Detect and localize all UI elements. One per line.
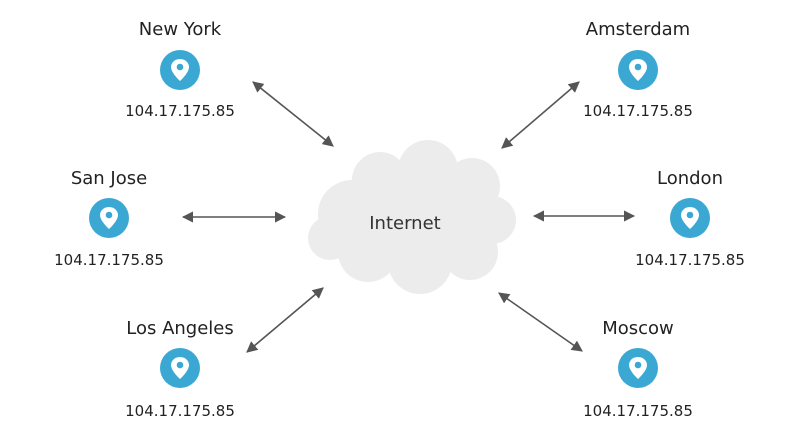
location-pin-icon	[89, 198, 129, 238]
node-ip: 104.17.175.85	[125, 102, 235, 120]
node-name: San Jose	[71, 168, 147, 189]
internet-cloud: Internet	[308, 140, 516, 294]
node-name: Moscow	[602, 318, 674, 339]
node-amsterdam: Amsterdam 104.17.175.85	[583, 19, 693, 120]
arrow-moscow	[498, 292, 583, 352]
location-pin-icon	[160, 50, 200, 90]
arrow-new-york	[252, 81, 334, 147]
arrow-los-angeles	[246, 287, 324, 353]
internet-label: Internet	[369, 213, 440, 234]
location-pin-icon	[160, 348, 200, 388]
node-ip: 104.17.175.85	[125, 402, 235, 420]
node-los-angeles: Los Angeles 104.17.175.85	[125, 318, 235, 420]
node-ip: 104.17.175.85	[583, 102, 693, 120]
location-pin-icon	[618, 348, 658, 388]
arrow-amsterdam	[501, 81, 580, 149]
node-london: London 104.17.175.85	[635, 168, 745, 269]
node-name: Amsterdam	[586, 19, 690, 40]
node-name: Los Angeles	[126, 318, 234, 339]
node-ip: 104.17.175.85	[583, 402, 693, 420]
node-ip: 104.17.175.85	[635, 251, 745, 269]
node-name: London	[657, 168, 723, 189]
node-moscow: Moscow 104.17.175.85	[583, 318, 693, 420]
node-new-york: New York 104.17.175.85	[125, 19, 235, 120]
node-ip: 104.17.175.85	[54, 251, 164, 269]
location-pin-icon	[618, 50, 658, 90]
location-pin-icon	[670, 198, 710, 238]
node-name: New York	[139, 19, 222, 40]
node-san-jose: San Jose 104.17.175.85	[54, 168, 164, 269]
